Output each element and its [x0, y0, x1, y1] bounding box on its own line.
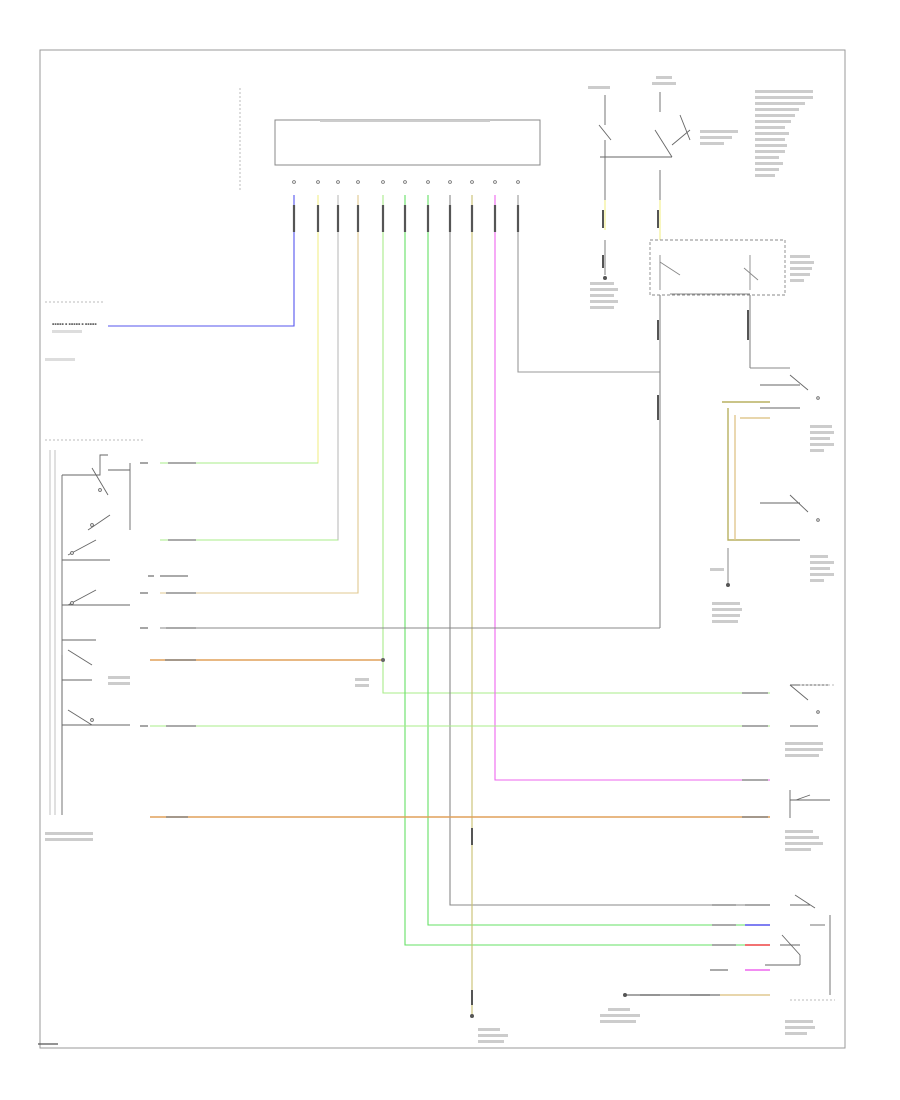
control-unit-wires — [108, 195, 770, 1015]
relay-labels — [790, 255, 814, 282]
svg-text:▪▪▪▪▪ ▪ ▪▪▪▪▪ ▪ ▪▪▪▪▪: ▪▪▪▪▪ ▪ ▪▪▪▪▪ ▪ ▪▪▪▪▪ — [52, 322, 97, 326]
top-right-stubs — [602, 210, 659, 268]
ground-mid-right — [710, 548, 742, 623]
wire-gray-c — [517, 195, 660, 373]
bottom-grounds — [470, 828, 640, 1043]
wire-blue — [108, 195, 295, 327]
control-unit — [274, 119, 541, 166]
wire-label-stubs — [292, 205, 520, 232]
wire-tan — [160, 195, 359, 594]
top-right-wires — [604, 200, 661, 275]
wire-gray — [160, 195, 339, 541]
door-switch-wires — [722, 401, 770, 541]
left-switch-assembly — [49, 450, 131, 815]
relay-box — [649, 239, 786, 296]
wire-gray-b — [449, 195, 770, 906]
relay-output-wires — [659, 295, 790, 628]
instrument-connector: ▪▪▪▪▪ ▪ ▪▪▪▪▪ ▪ ▪▪▪▪▪ — [45, 322, 97, 361]
wire-green-a — [382, 195, 770, 694]
wire-magenta — [494, 195, 770, 781]
right-separators — [790, 684, 835, 1001]
left-horizontal-wires — [150, 462, 770, 818]
diagram-frame — [39, 49, 846, 1049]
wire-labels — [140, 462, 196, 818]
bottom-right-segments — [625, 924, 770, 996]
wire-green-c — [427, 195, 770, 926]
left-label-blocks — [45, 676, 369, 841]
right-components — [765, 684, 831, 995]
junction-dot — [381, 658, 385, 662]
connector-pins — [292, 180, 520, 184]
door-switch-labels — [810, 425, 834, 582]
door-switch-right-upper — [760, 374, 820, 541]
right-component-labels — [785, 742, 823, 1035]
top-right-labels — [588, 76, 813, 177]
relay-stubs — [657, 310, 749, 420]
bottom-right-stubs — [640, 692, 770, 996]
wire-green-b — [404, 195, 770, 946]
top-right-switch — [598, 92, 691, 240]
ground-left-top — [590, 276, 618, 309]
